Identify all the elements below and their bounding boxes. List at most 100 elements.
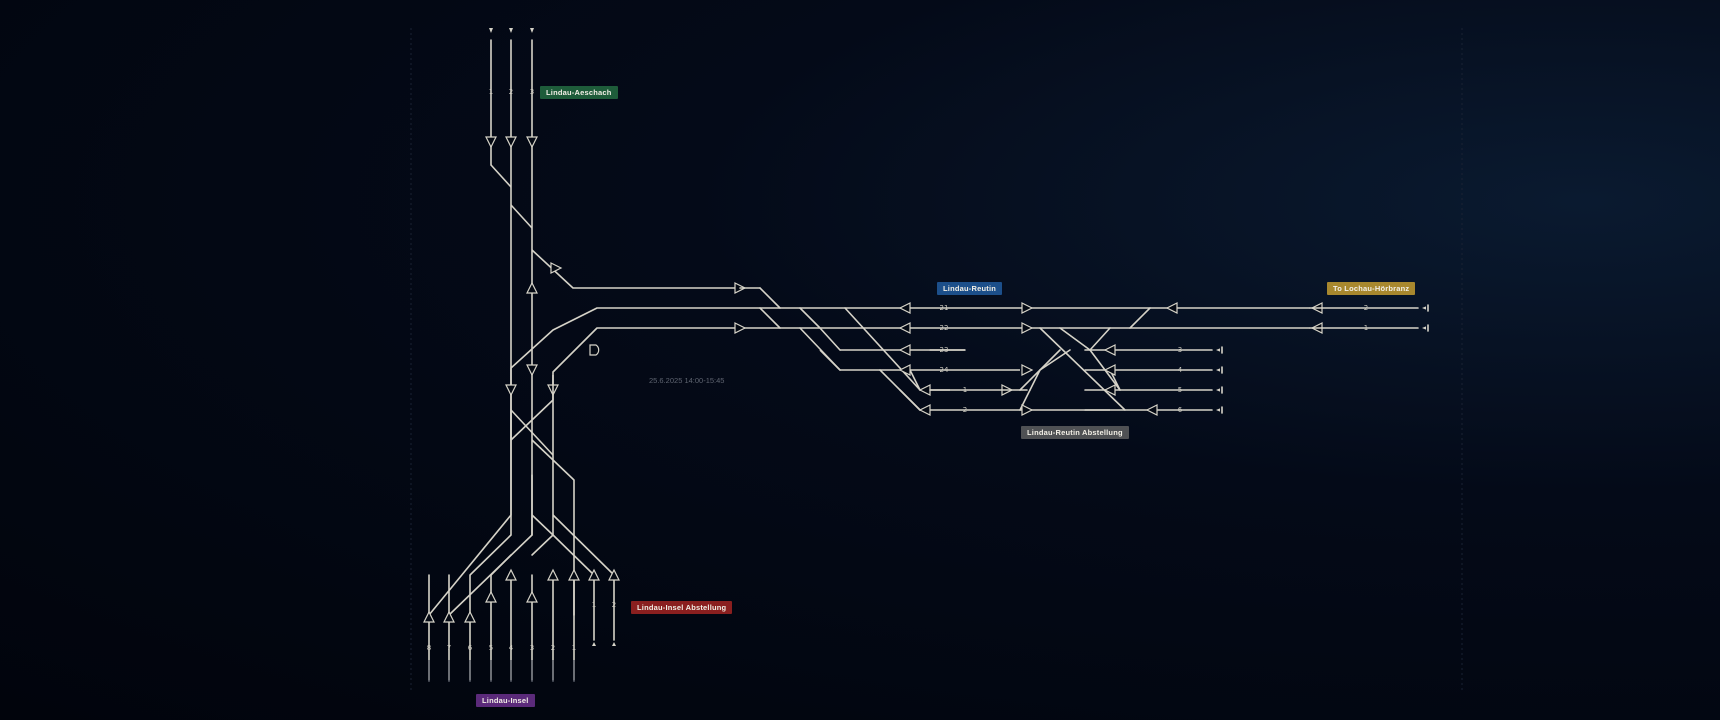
signal-icon [505,568,517,581]
track-end-icon [612,642,616,646]
track-segment [531,514,554,536]
track-end-icon [1216,348,1220,352]
track-number: 6 [468,644,473,652]
station-label-aeschach[interactable]: Lindau-Aeschach [540,86,618,99]
signal-icon [1103,384,1116,396]
track-segment [510,419,533,441]
station-label-reutin-abstellung[interactable]: Lindau-Reutin Abstellung [1021,426,1129,439]
signal-icon [734,322,747,334]
track-number: 6 [1178,406,1183,414]
track-segment [510,204,533,229]
track-end-icon [1422,326,1426,330]
timestamp: 25.6.2025 14:00-15:45 [649,376,725,385]
signal-icon [898,364,911,376]
signal-icon [526,136,538,149]
signal-icon [918,404,931,416]
signal-icon [443,610,455,623]
signal-icon [1145,404,1158,416]
track-segment [1019,349,1061,391]
track-end-icon [1422,306,1426,310]
signal-icon [464,610,476,623]
track-segment [819,327,841,351]
track-segment [490,554,512,576]
track-segment [799,307,821,329]
track-segment [909,369,921,391]
track-number: 7 [447,644,451,652]
track-number: 5 [489,644,493,652]
track-number: 4 [509,644,514,652]
track-segment [759,307,781,329]
signal-icon [589,344,600,356]
signal-icon [898,344,911,356]
signal-icon [485,136,497,149]
track-end-icon [509,28,513,33]
track-segment [1029,369,1041,391]
track-end-icon [1216,408,1220,412]
track-segment [844,307,921,391]
track-end-icon [592,642,596,646]
signal-icon [1103,344,1116,356]
station-label-lochau[interactable]: To Lochau-Hörbranz [1327,282,1416,295]
signal-icon [568,568,580,581]
track-number: 2 [551,644,555,652]
signal-icon [588,568,600,581]
signal-icon [608,568,620,581]
track-segment [759,287,781,309]
signal-icon [1165,302,1178,314]
track-segment [531,249,740,289]
signal-icon [1021,322,1034,334]
signal-icon [526,281,538,294]
track-number: 3 [530,644,534,652]
track-segment [899,389,921,411]
track-number: 2 [612,601,616,609]
signal-icon [918,384,931,396]
signal-icon [526,590,538,603]
track-segment [490,164,512,188]
track-number: 1 [572,644,576,652]
station-label-insel-abstellung[interactable]: Lindau-Insel Abstellung [631,601,733,614]
signal-icon [1021,364,1034,376]
track-segment [552,514,615,576]
track-segment [531,327,1310,421]
track-segment [1089,327,1111,351]
track-number: 2 [963,406,967,414]
track-segment [1039,349,1071,371]
signal-icon [898,322,911,334]
track-segment [1129,307,1151,329]
signal-icon [898,302,911,314]
track-end-icon [1216,388,1220,392]
signal-icon [1021,404,1034,416]
track-segment [510,409,554,456]
signal-icon [485,590,497,603]
track-segment [428,514,512,616]
track-end-icon [489,28,493,33]
station-label-reutin[interactable]: Lindau-Reutin [937,282,1003,295]
signal-icon [505,384,517,397]
track-number: 21 [940,304,949,312]
track-number: 4 [1178,366,1183,374]
track-number: 5 [1178,386,1182,394]
station-label-insel[interactable]: Lindau-Insel [476,694,535,707]
track-number: 3 [1178,346,1182,354]
track-number: 24 [940,366,949,374]
track-number: 8 [427,644,431,652]
track-segment [1059,327,1091,351]
track-number: 1 [592,601,596,609]
track-segment [531,534,554,556]
signal-icon [505,136,517,149]
signal-icon [1021,302,1034,314]
track-end-icon [530,28,534,33]
signal-icon [550,262,563,274]
signal-icon [547,568,559,581]
signal-icon [1103,364,1116,376]
track-segment [819,349,1020,371]
signal-icon [526,364,538,377]
track-number: 2 [1364,304,1368,312]
track-segment [1039,327,1126,411]
signal-icon [423,610,435,623]
track-number: 22 [940,324,949,332]
track-segment [469,534,512,576]
track-number: 1 [1364,324,1368,332]
